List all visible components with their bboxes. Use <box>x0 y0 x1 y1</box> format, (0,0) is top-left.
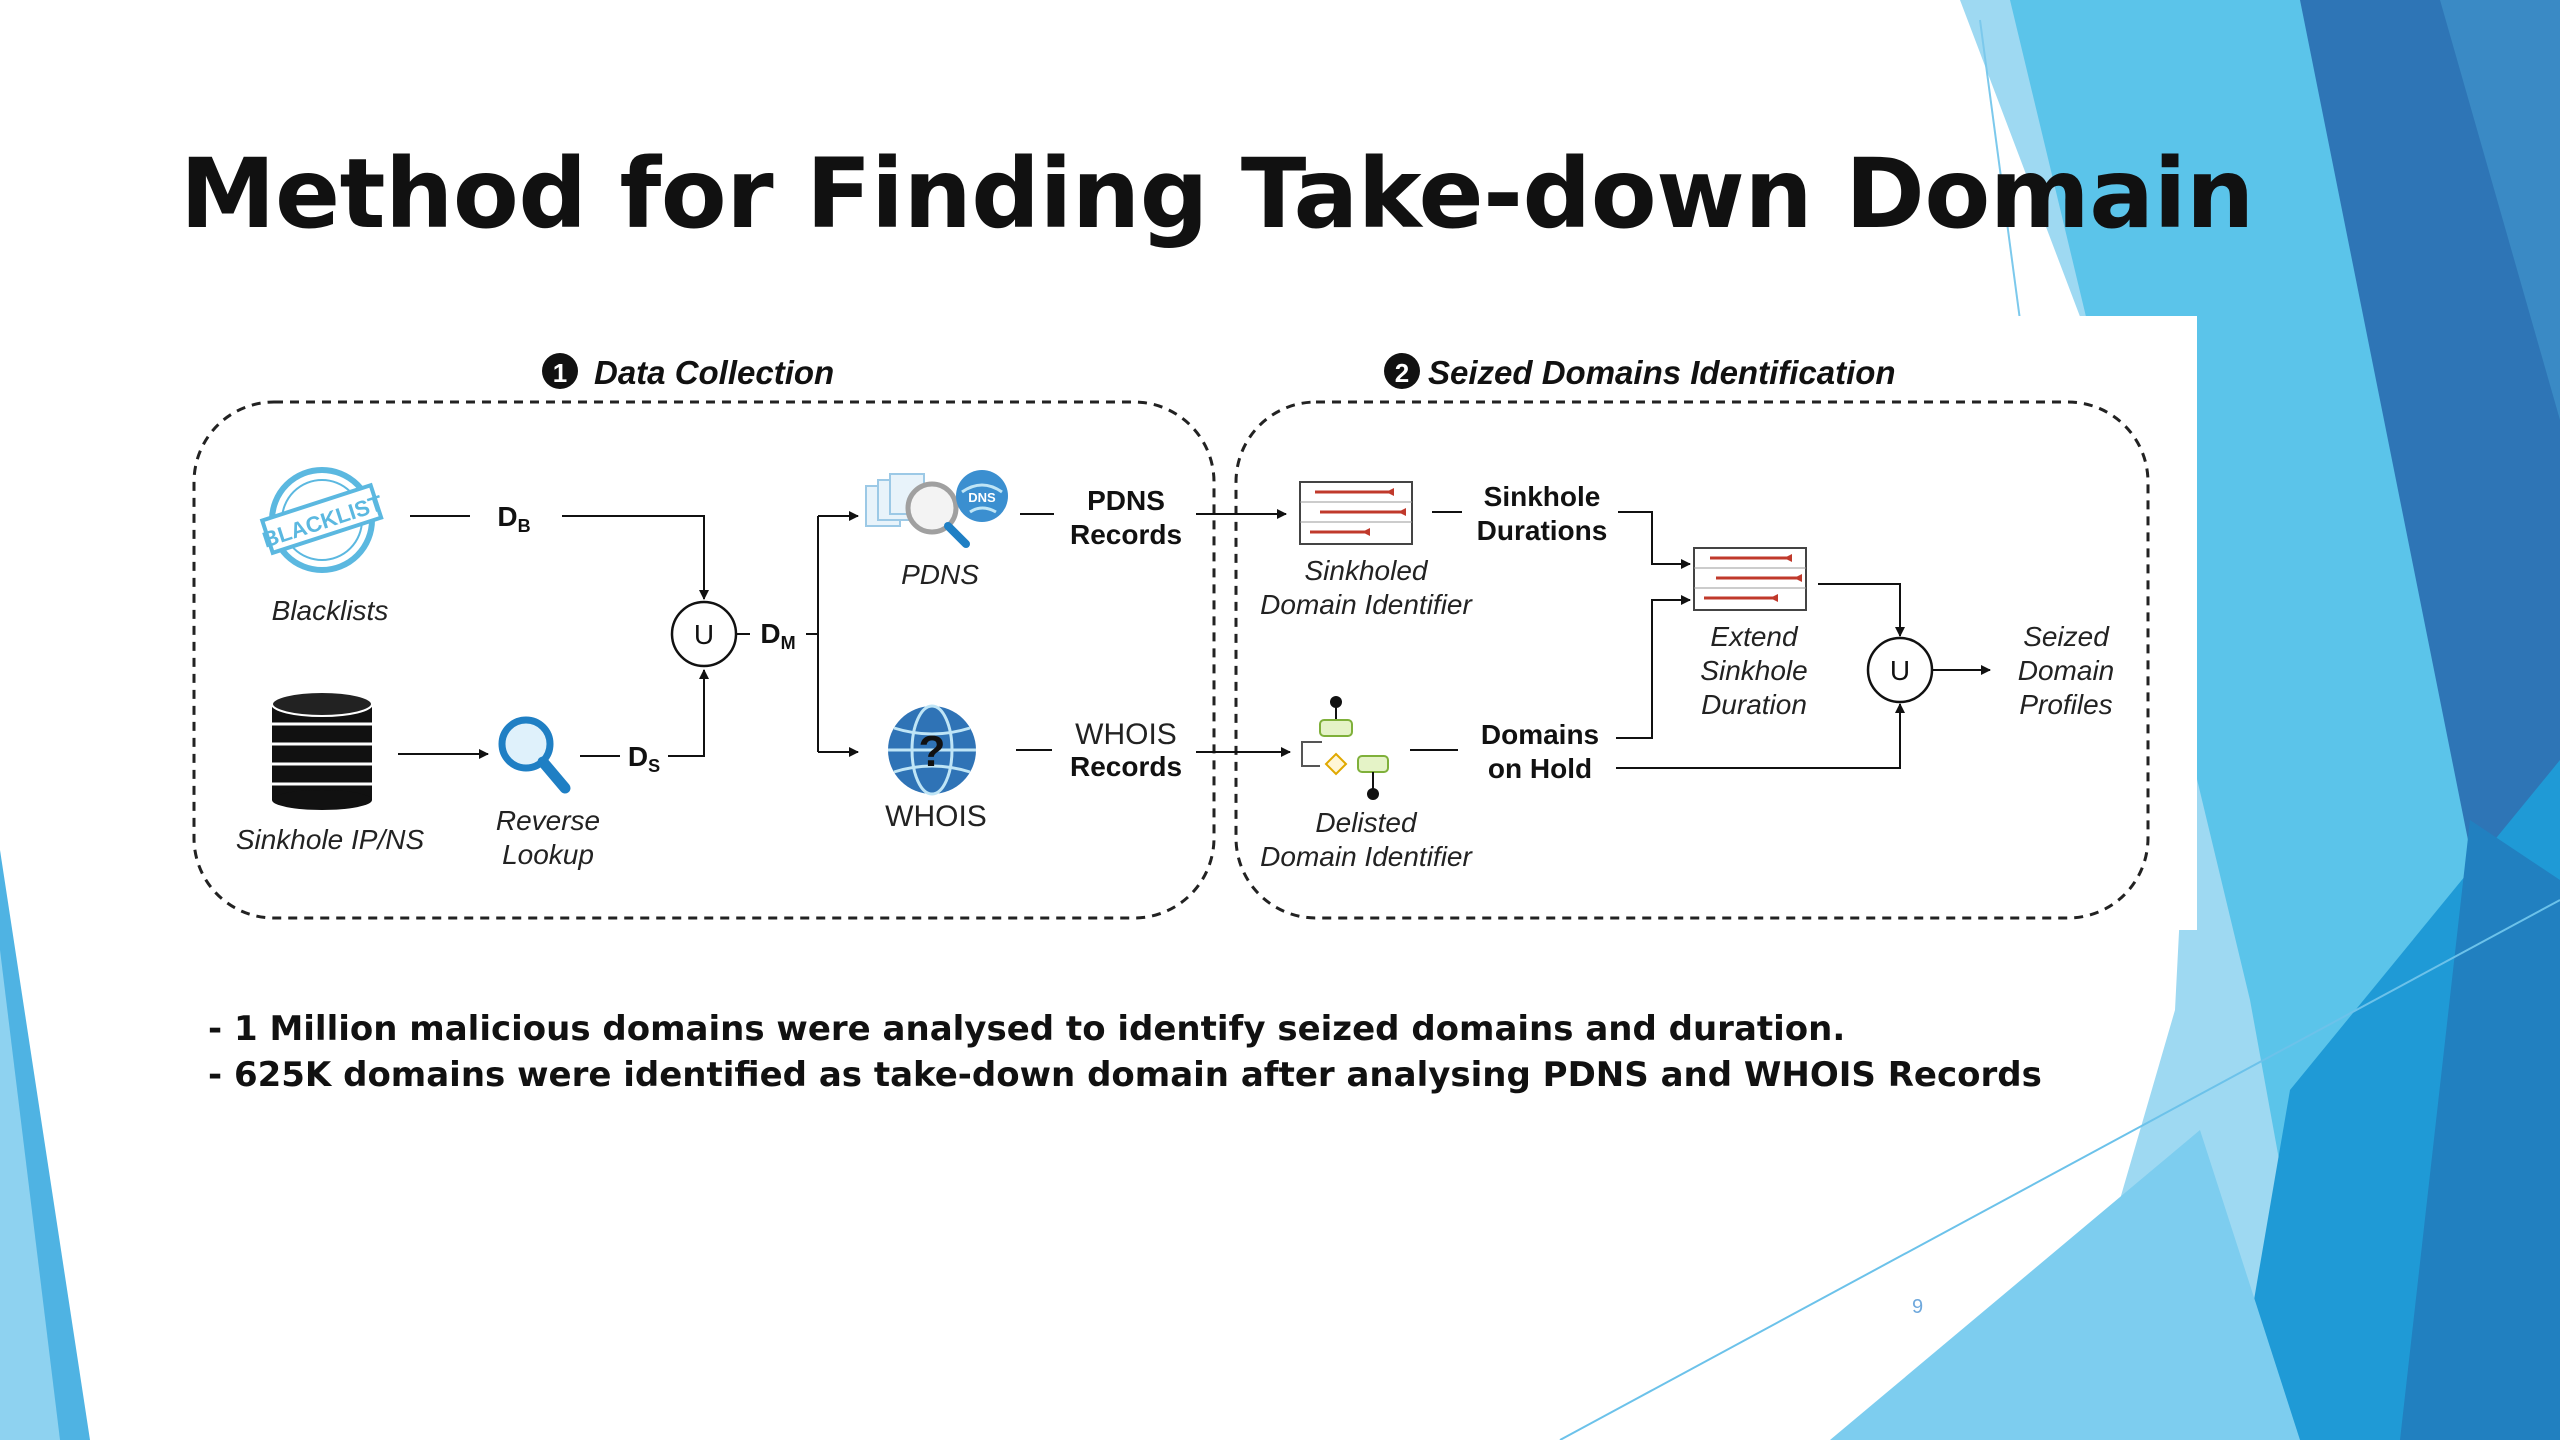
bullet-1: - 1 Million malicious domains were analy… <box>208 1009 1846 1049</box>
seized-identification-box <box>1234 400 2150 920</box>
pdns-records-label-2: Records <box>1070 519 1182 550</box>
domains-on-hold-label-1: Domains <box>1481 719 1599 750</box>
delisted-label-1: Delisted <box>1315 807 1418 838</box>
svg-text:U: U <box>694 619 714 650</box>
svg-text:Seized Domains Identification: Seized Domains Identification <box>1428 354 1896 391</box>
extend-label-3: Duration <box>1701 689 1807 720</box>
svg-text:1: 1 <box>553 358 567 388</box>
svg-text:Data Collection: Data Collection <box>594 354 834 391</box>
svg-text:U: U <box>1890 655 1910 686</box>
flowchart-icon <box>1301 696 1389 800</box>
data-collection-box <box>192 400 1216 920</box>
extend-label-2: Sinkhole <box>1700 655 1807 686</box>
dm-label: DM <box>760 618 795 653</box>
bullet-2: - 625K domains were identified as take-d… <box>208 1055 2042 1095</box>
whois-records-label-1: WHOIS <box>1075 718 1177 751</box>
reverse-lookup-label-1: Reverse <box>496 805 600 836</box>
method-diagram: 1 Data Collection 2 Seized Domains Ident… <box>170 316 2197 930</box>
pdns-label: PDNS <box>901 559 979 590</box>
section2-heading: 2 Seized Domains Identification <box>1384 353 1896 391</box>
delisted-label-2: Domain Identifier <box>1260 841 1473 872</box>
whois-label: WHOIS <box>885 800 987 833</box>
seized-profiles-label-3: Profiles <box>2019 689 2112 720</box>
blacklists-label: Blacklists <box>272 595 389 626</box>
slide-title: Method for Finding Take-down Domain <box>180 138 2254 250</box>
pdns-records-label-1: PDNS <box>1087 485 1165 516</box>
whois-records-label-2: Records <box>1070 751 1182 782</box>
svg-text:DNS: DNS <box>968 490 996 505</box>
db-label: DB <box>497 501 530 536</box>
extend-label-1: Extend <box>1710 621 1799 652</box>
svg-text:?: ? <box>919 727 946 776</box>
blacklist-stamp-icon: BLACKLIST <box>259 467 386 573</box>
diagram-canvas: 1 Data Collection 2 Seized Domains Ident… <box>192 353 2150 920</box>
sinkhole-durations-label-2: Durations <box>1477 515 1608 546</box>
sinkhole-ipns-label: Sinkhole IP/NS <box>236 824 425 855</box>
svg-text:2: 2 <box>1395 358 1409 388</box>
sinkholed-label-1: Sinkholed <box>1305 555 1429 586</box>
seized-profiles-label-2: Domain <box>2018 655 2114 686</box>
reverse-lookup-label-2: Lookup <box>502 839 594 870</box>
union-node-1: U <box>670 600 738 668</box>
section1-heading: 1 Data Collection <box>542 353 834 391</box>
union-node-2: U <box>1866 636 1934 704</box>
seized-profiles-label-1: Seized <box>2023 621 2110 652</box>
domains-on-hold-label-2: on Hold <box>1488 753 1592 784</box>
extend-timeline-icon <box>1693 547 1807 611</box>
sinkholed-label-2: Domain Identifier <box>1260 589 1473 620</box>
page-number: 9 <box>1912 1296 1924 1318</box>
bullet-list: - 1 Million malicious domains were analy… <box>208 1006 2042 1098</box>
magnifier-icon <box>498 716 571 794</box>
sinkhole-timeline-icon <box>1299 481 1413 545</box>
whois-globe-icon: ? <box>888 704 976 796</box>
pdns-icon: DNS <box>865 470 1008 548</box>
database-icon <box>271 691 373 810</box>
ds-label: DS <box>628 741 660 776</box>
sinkhole-durations-label-1: Sinkhole <box>1484 481 1601 512</box>
